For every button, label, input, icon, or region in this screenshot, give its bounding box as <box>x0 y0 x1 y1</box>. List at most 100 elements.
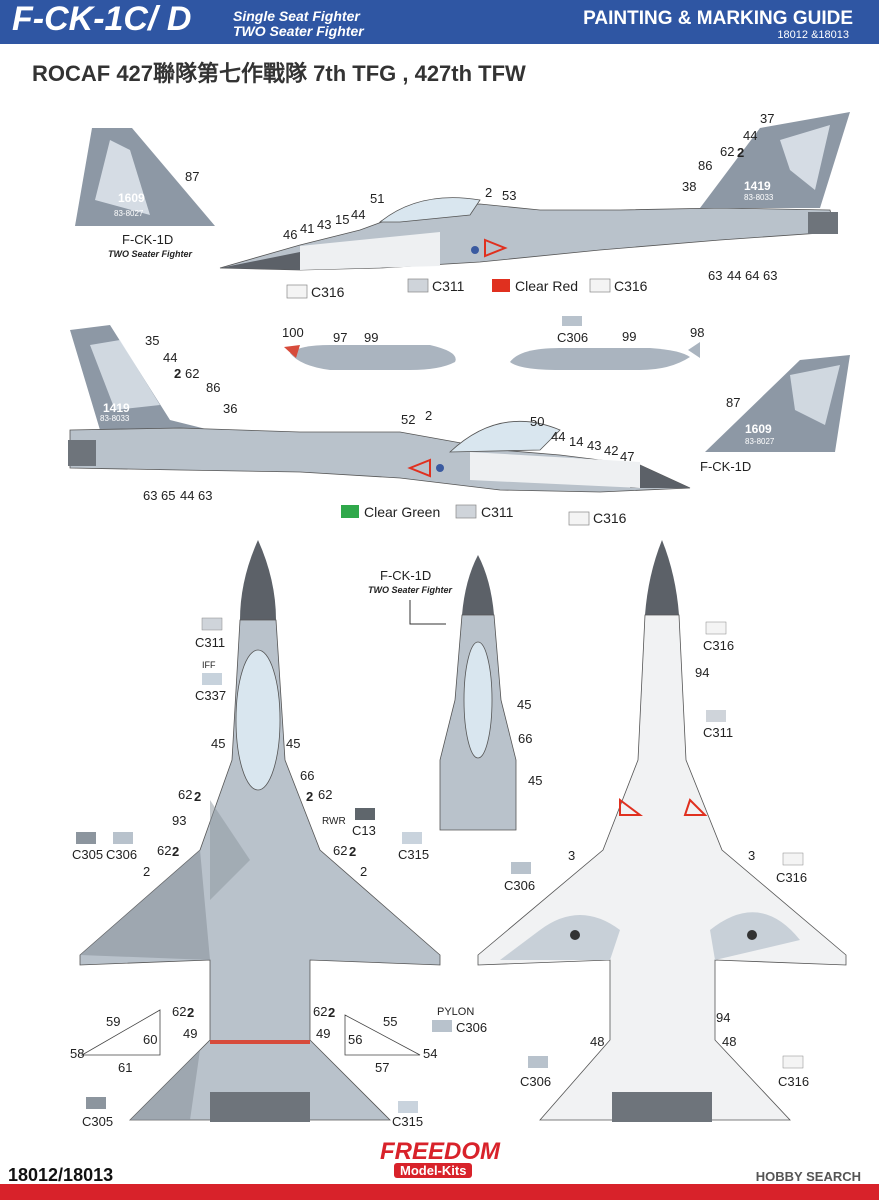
top-callout-58: 58 <box>70 1046 84 1061</box>
callout-87-top: 87 <box>185 169 199 184</box>
variant-sub-top: TWO Seater Fighter <box>108 249 193 259</box>
callout-37: 37 <box>760 111 774 126</box>
top-label-iff: IFF <box>202 660 216 670</box>
variant-label-top: F-CK-1D <box>122 232 173 247</box>
top-callout-2h: 2 <box>328 1005 335 1020</box>
top-callout-2c: 2 <box>172 844 179 859</box>
top-view-canopy <box>235 649 281 791</box>
bottom-view-nose <box>645 540 679 615</box>
top-label-c13: C13 <box>352 823 376 838</box>
callout-43: 43 <box>317 217 331 232</box>
callout-62: 62 <box>720 144 734 159</box>
bottom-label-pylon: PYLON <box>437 1006 474 1018</box>
callout-44e: 44 <box>551 429 565 444</box>
callout-38: 38 <box>682 179 696 194</box>
top-callout-62d: 62 <box>333 843 347 858</box>
guide-title: PAINTING & MARKING GUIDE <box>583 8 853 29</box>
callout-64: 64 <box>745 268 759 283</box>
callout-63b: 63 <box>763 268 777 283</box>
cockpit-detail: F-CK-1D TWO Seater Fighter 45 66 45 <box>368 555 542 831</box>
side-view-bottom: 1419 83-8033 35 44 2 62 86 36 52 2 50 44… <box>68 325 691 526</box>
top-callout-55: 55 <box>383 1014 397 1029</box>
model-title: F-CK-1C/ D <box>12 0 192 38</box>
bottom-view: C316 94 C311 C306 3 3 C316 PYLON C306 94… <box>432 540 847 1122</box>
top-label-c305a: C305 <box>72 847 103 862</box>
callout-53: 53 <box>502 188 516 203</box>
watermark: HOBBY SEARCH <box>755 1169 861 1184</box>
top-callout-2d: 2 <box>349 844 356 859</box>
callout-2d: 2 <box>425 408 432 423</box>
swatch-label-c311: C311 <box>432 278 465 294</box>
callout-44f: 44 <box>180 488 194 503</box>
swatch-label-c316a: C316 <box>311 284 345 300</box>
bottom-label-c316a: C316 <box>703 638 734 653</box>
top-label-c337: C337 <box>195 688 226 703</box>
top-label-c305b: C305 <box>82 1114 113 1129</box>
callout-2b: 2 <box>737 145 744 160</box>
top-callout-56: 56 <box>348 1032 362 1047</box>
bottom-callout-3a: 3 <box>568 848 575 863</box>
variant-line-2: TWO Seater Fighter <box>233 23 364 39</box>
cockpit-detail-label: F-CK-1D <box>380 568 431 583</box>
top-callout-2a: 2 <box>194 789 201 804</box>
top-callout-54: 54 <box>423 1046 437 1061</box>
swatch-label-c316c: C316 <box>593 510 627 526</box>
top-callout-2f: 2 <box>360 864 367 879</box>
bottom-callout-48a: 48 <box>590 1034 604 1049</box>
brand-logo-top: FREEDOM <box>380 1138 500 1165</box>
header-bar: F-CK-1C/ D Single Seat Fighter TWO Seate… <box>0 0 879 44</box>
top-callout-62f: 62 <box>313 1004 327 1019</box>
callout-63a: 63 <box>708 268 722 283</box>
callout-65: 65 <box>161 488 175 503</box>
callout-46: 46 <box>283 227 297 242</box>
tank-callout-97: 97 <box>333 330 347 345</box>
callout-42: 42 <box>604 443 618 458</box>
top-callout-62a: 62 <box>178 787 192 802</box>
fin-left-number: 1609 <box>118 191 145 205</box>
fin-detail: 1609 83-8027 87 F-CK-1D <box>700 355 850 474</box>
fin-right-serial: 83-8033 <box>744 193 774 202</box>
top-callout-62c: 62 <box>157 843 171 858</box>
tank-left <box>290 345 456 370</box>
top-callout-61: 61 <box>118 1060 132 1075</box>
callout-44d: 44 <box>163 350 177 365</box>
top-label-c311: C311 <box>195 635 225 650</box>
callout-36: 36 <box>223 401 237 416</box>
callout-50: 50 <box>530 414 544 429</box>
callout-43b: 43 <box>587 438 601 453</box>
bottom-label-c311: C311 <box>703 725 733 740</box>
callout-47: 47 <box>620 449 634 464</box>
callout-2c: 2 <box>174 366 181 381</box>
callout-44a: 44 <box>351 207 365 222</box>
tank-callout-99b: 99 <box>622 329 636 344</box>
cockpit-callout-45b: 45 <box>528 773 542 788</box>
fin-detail-callout: 87 <box>726 395 740 410</box>
callout-63d: 63 <box>198 488 212 503</box>
top-label-c315b: C315 <box>392 1114 423 1129</box>
tank-callout-98: 98 <box>690 325 704 340</box>
bottom-label-c316c: C316 <box>778 1074 809 1089</box>
bottom-callout-3b: 3 <box>748 848 755 863</box>
top-callout-45b: 45 <box>286 736 300 751</box>
callout-51: 51 <box>370 191 384 206</box>
footer-kit-code: 18012/18013 <box>8 1165 114 1185</box>
unit-subtitle: ROCAF 427聯隊第七作戰隊 7th TFG , 427th TFW <box>32 61 526 86</box>
top-callout-62b: 62 <box>318 787 332 802</box>
fin-right-number: 1419 <box>744 179 771 193</box>
top-view: C311 IFF C337 45 45 62 2 66 62 2 RWR C13… <box>70 540 441 1129</box>
top-label-rwr: RWR <box>322 816 346 827</box>
footer-bar <box>0 1184 879 1200</box>
fin-detail-number: 1609 <box>745 422 772 436</box>
top-callout-45a: 45 <box>211 736 225 751</box>
side-view-top: 1609 83-8027 87 F-CK-1D TWO Seater Fight… <box>75 111 850 300</box>
bottom-callout-94a: 94 <box>695 665 709 680</box>
callout-86: 86 <box>698 158 712 173</box>
top-callout-2e: 2 <box>143 864 150 879</box>
callout-86b: 86 <box>206 380 220 395</box>
top-view-nose <box>240 540 276 620</box>
callout-52: 52 <box>401 412 415 427</box>
callout-15: 15 <box>335 212 349 227</box>
top-label-c315a: C315 <box>398 847 429 862</box>
swatch-label-clear-red: Clear Red <box>515 278 578 294</box>
